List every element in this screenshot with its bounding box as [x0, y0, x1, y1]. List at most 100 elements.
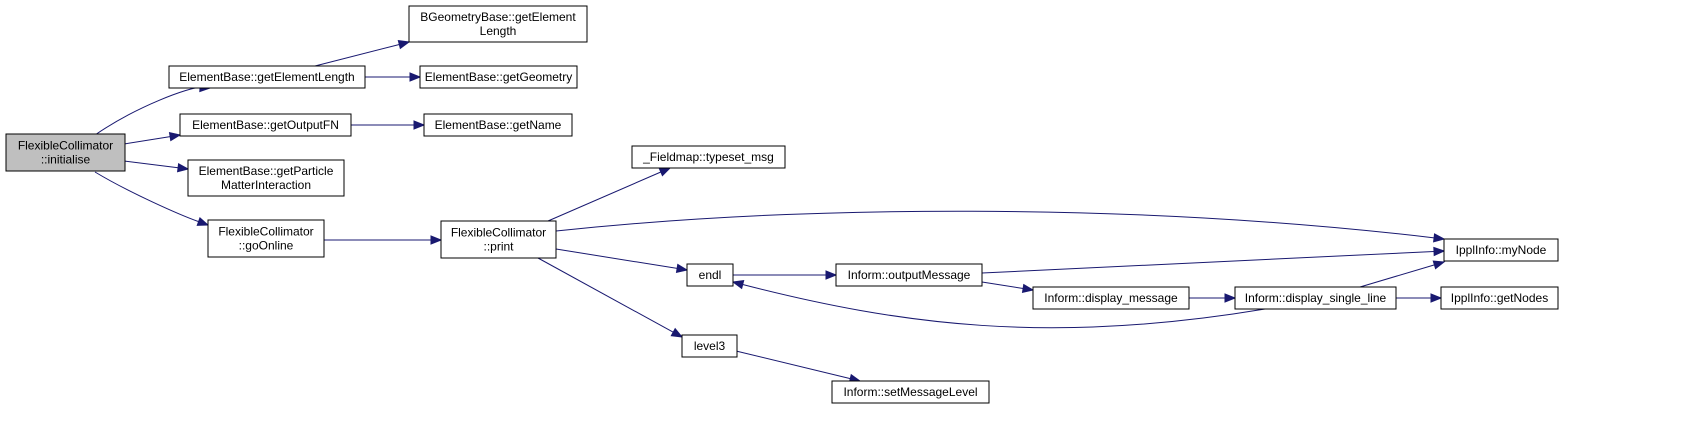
node-box — [631, 145, 786, 169]
arrowhead-icon — [731, 280, 745, 290]
node-box — [1443, 238, 1559, 262]
arrowhead-icon — [409, 72, 422, 82]
node-label: ElementBase::getName — [435, 118, 562, 132]
arrowhead-icon — [413, 120, 426, 130]
node-label: FlexibleCollimator — [18, 139, 113, 153]
edge-line — [1359, 264, 1435, 288]
function-node[interactable]: endl — [686, 263, 734, 287]
function-node[interactable]: Inform::display_message — [1032, 286, 1190, 310]
node-box — [686, 263, 734, 287]
arrowhead-icon — [1433, 233, 1446, 243]
node-box — [179, 113, 352, 137]
edge-n16-n17 — [735, 350, 862, 384]
node-box — [1440, 286, 1559, 310]
edge-n14-n10 — [1359, 260, 1446, 288]
node-label: ElementBase::getGeometry — [425, 70, 572, 84]
node-box — [681, 334, 738, 358]
function-node[interactable]: Inform::outputMessage — [835, 263, 983, 287]
node-label: ElementBase::getParticle — [199, 164, 334, 178]
edge-n0-n6 — [123, 160, 190, 173]
node-label: _Fieldmap::typeset_msg — [642, 150, 774, 164]
arrowhead-icon — [658, 167, 672, 177]
node-box — [408, 5, 588, 43]
edge-n4-n5 — [351, 120, 426, 130]
arrowhead-icon — [670, 327, 684, 338]
arrowhead-icon — [176, 162, 190, 173]
node-label: Inform::setMessageLevel — [843, 385, 977, 399]
function-node[interactable]: BGeometryBase::getElementLength — [408, 5, 588, 43]
node-label: Inform::display_single_line — [1245, 291, 1387, 305]
arrowhead-icon — [1433, 246, 1446, 257]
edge-line — [314, 43, 400, 67]
node-box — [168, 65, 366, 89]
function-node[interactable]: ElementBase::getGeometry — [419, 65, 578, 89]
node-label: FlexibleCollimator — [451, 226, 546, 240]
function-node[interactable]: IpplInfo::myNode — [1443, 238, 1559, 262]
node-label: ElementBase::getElementLength — [179, 70, 354, 84]
edge-line — [742, 284, 1266, 329]
node-label: FlexibleCollimator — [218, 225, 313, 239]
node-label: ElementBase::getOutputFN — [192, 118, 339, 132]
node-label: Inform::display_message — [1044, 291, 1178, 305]
edge-n8-n16 — [537, 257, 684, 338]
arrowhead-icon — [397, 40, 411, 50]
arrowhead-icon — [1021, 283, 1035, 294]
function-node[interactable]: FlexibleCollimator::goOnline — [207, 219, 325, 258]
edge-n11-n12 — [733, 270, 838, 280]
function-node[interactable]: ElementBase::getElementLength — [168, 65, 366, 89]
node-label: level3 — [694, 339, 726, 353]
edge-line — [555, 248, 678, 269]
arrowhead-icon — [430, 235, 443, 245]
edge-n8-n11 — [555, 248, 689, 274]
arrowhead-icon — [825, 270, 838, 280]
edge-line — [735, 350, 851, 380]
edge-line — [981, 250, 1435, 274]
node-label: Inform::outputMessage — [848, 268, 971, 282]
edge-line — [123, 160, 179, 169]
function-node[interactable]: ElementBase::getParticleMatterInteractio… — [187, 159, 345, 197]
node-label: ::print — [483, 240, 514, 254]
edge-line — [94, 171, 199, 223]
edges-layer — [94, 40, 1446, 384]
node-box — [187, 159, 345, 197]
arrowhead-icon — [196, 217, 210, 226]
edge-line — [981, 281, 1024, 289]
function-node[interactable]: _Fieldmap::typeset_msg — [631, 145, 786, 169]
node-label: MatterInteraction — [221, 178, 311, 192]
function-node[interactable]: ElementBase::getName — [423, 113, 573, 137]
nodes-layer: FlexibleCollimator::initialiseElementBas… — [5, 5, 1559, 404]
node-label: BGeometryBase::getElement — [420, 10, 576, 24]
node-box — [835, 263, 983, 287]
edge-n8-n10 — [555, 210, 1446, 243]
root-node[interactable]: FlexibleCollimator::initialise — [5, 133, 126, 172]
node-label: IpplInfo::myNode — [1456, 243, 1547, 257]
edge-n8-n9 — [547, 167, 672, 222]
node-box — [419, 65, 578, 89]
edge-n0-n7 — [94, 171, 210, 226]
arrowhead-icon — [1224, 293, 1237, 303]
function-node[interactable]: Inform::setMessageLevel — [831, 380, 990, 404]
arrowhead-icon — [1432, 260, 1446, 270]
arrowhead-icon — [675, 263, 689, 274]
function-node[interactable]: Inform::display_single_line — [1234, 286, 1397, 310]
edge-line — [547, 171, 662, 222]
node-label: Length — [480, 24, 517, 38]
arrowhead-icon — [1430, 293, 1443, 303]
function-node[interactable]: IpplInfo::getNodes — [1440, 286, 1559, 310]
function-node[interactable]: FlexibleCollimator::print — [440, 220, 557, 259]
edge-line — [123, 136, 171, 145]
edge-n12-n10 — [981, 246, 1446, 274]
node-label: ::goOnline — [239, 239, 294, 253]
function-node[interactable]: ElementBase::getOutputFN — [179, 113, 352, 137]
edge-n14-n15 — [1396, 293, 1443, 303]
edge-n0-n4 — [123, 131, 182, 145]
edge-n14-n11 — [731, 280, 1266, 329]
edge-n13-n14 — [1189, 293, 1237, 303]
edge-n1-n2 — [314, 40, 411, 67]
edge-n12-n13 — [981, 281, 1035, 294]
node-box — [1234, 286, 1397, 310]
edge-n1-n3 — [365, 72, 422, 82]
node-box — [440, 220, 557, 259]
function-node[interactable]: level3 — [681, 334, 738, 358]
